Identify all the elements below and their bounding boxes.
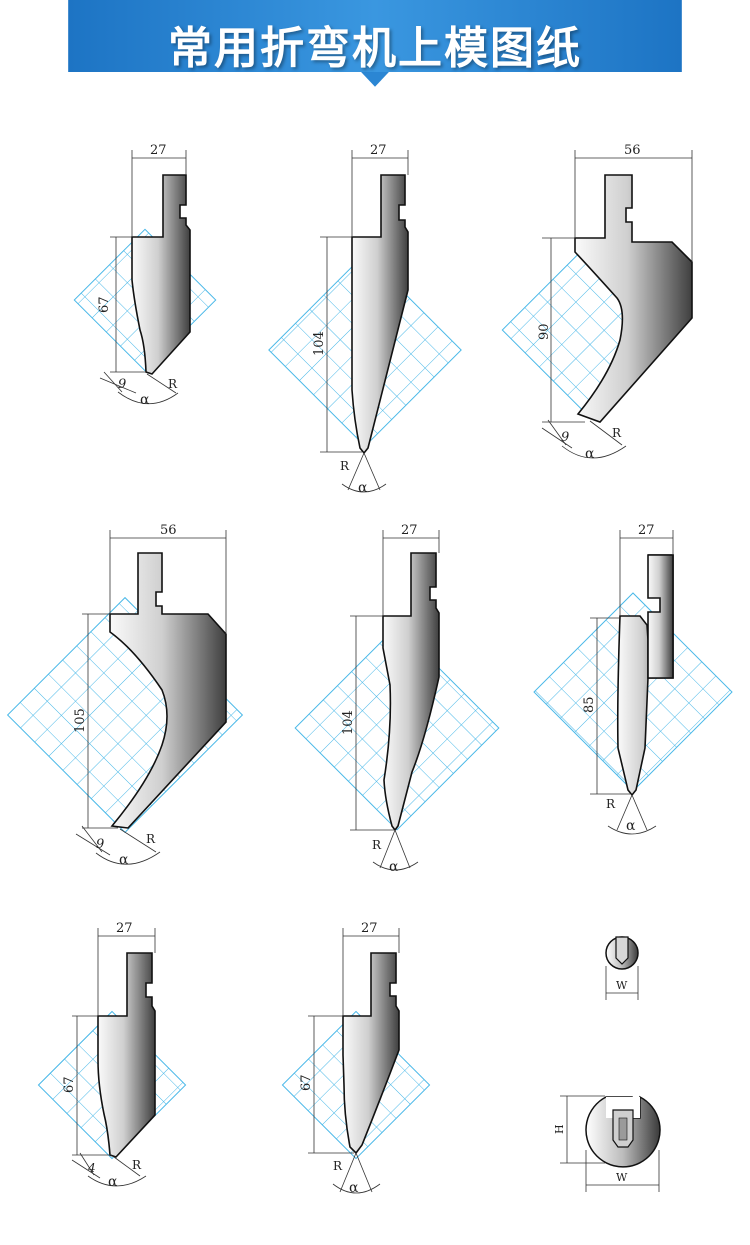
tool-4-angle-label: α — [119, 852, 129, 868]
tool-3-profile — [574, 174, 693, 423]
tool-6-radius-label: R — [606, 797, 616, 811]
tool-3-radius-label: R — [612, 426, 622, 440]
banner-title: 常用折弯机上模图纸 — [168, 23, 582, 74]
tool-2-width-label: 27 — [370, 143, 387, 158]
tool-1-drawing: 27 67 9 R α — [73, 143, 217, 408]
tool-6-height-label: 85 — [582, 696, 597, 713]
tool-8-radius-label: R — [333, 1159, 343, 1173]
large-clamp-height-label: H — [553, 1124, 566, 1134]
tool-5-width-label: 27 — [401, 523, 418, 538]
tool-1-width-label: 27 — [150, 143, 167, 158]
tool-3-height-label: 90 — [537, 323, 552, 340]
tool-6-drawing: 27 85 R α — [533, 523, 733, 835]
tool-8-height-label: 67 — [299, 1074, 314, 1091]
tool-4-tip-label: 9 — [96, 837, 104, 852]
tool-4-profile — [109, 552, 227, 829]
large-clamp-width-label: W — [616, 1171, 628, 1184]
small-clamp-drawing: W — [605, 936, 639, 1000]
tool-3-width-label: 56 — [624, 143, 641, 158]
tool-7-angle-label: α — [108, 1174, 118, 1190]
tool-7-radius-label: R — [132, 1158, 142, 1172]
tool-3-angle-label: α — [585, 446, 595, 462]
tool-5-height-label: 104 — [341, 710, 356, 735]
tool-6-upper-holder — [647, 554, 674, 679]
tool-5-drawing: 27 104 R α — [294, 523, 500, 875]
tool-8-profile — [342, 952, 400, 1155]
tool-1-tip-label: 9 — [118, 377, 126, 392]
tool-7-width-label: 27 — [116, 921, 133, 936]
tool-1-profile — [131, 174, 191, 375]
large-clamp-drawing: H W — [553, 1095, 661, 1192]
tool-4-radius-label: R — [146, 832, 156, 846]
tool-6-angle-label: α — [626, 818, 636, 834]
tool-7-profile — [97, 952, 156, 1158]
tool-2-height-label: 104 — [312, 331, 327, 356]
tool-4-drawing: 56 105 9 R α — [6, 523, 244, 868]
tool-4-height-label: 105 — [73, 708, 88, 733]
tool-2-radius-label: R — [340, 459, 350, 473]
tool-6-width-label: 27 — [638, 523, 655, 538]
tool-5-angle-label: α — [389, 859, 399, 875]
tool-1-height-label: 67 — [97, 296, 112, 313]
small-clamp-pin — [615, 936, 629, 965]
tool-8-angle-label: α — [349, 1180, 359, 1196]
tool-7-tip-label: 4 — [87, 1161, 96, 1175]
tool-6-profile — [616, 554, 674, 797]
tool-5-profile — [382, 552, 440, 832]
banner-background — [68, 0, 682, 72]
tool-7-drawing: 27 67 4 R α — [37, 921, 187, 1190]
banner-pointer — [361, 72, 389, 87]
tool-3-tip-label: 9 — [561, 430, 569, 445]
tool-8-width-label: 27 — [361, 921, 378, 936]
tool-5-radius-label: R — [372, 838, 382, 852]
tool-4-width-label: 56 — [160, 523, 177, 538]
small-clamp-width-label: W — [616, 979, 628, 992]
tool-2-profile — [351, 174, 409, 455]
tool-2-drawing: 27 104 R α — [268, 143, 462, 496]
tool-7-height-label: 67 — [62, 1076, 77, 1093]
tool-3-drawing: 56 90 9 R α — [501, 143, 693, 462]
tool-2-angle-label: α — [358, 480, 368, 496]
title-banner — [68, 0, 682, 87]
tool-1-radius-label: R — [168, 377, 178, 391]
tool-8-drawing: 27 67 R α — [281, 921, 431, 1196]
tool-1-angle-label: α — [140, 392, 150, 408]
